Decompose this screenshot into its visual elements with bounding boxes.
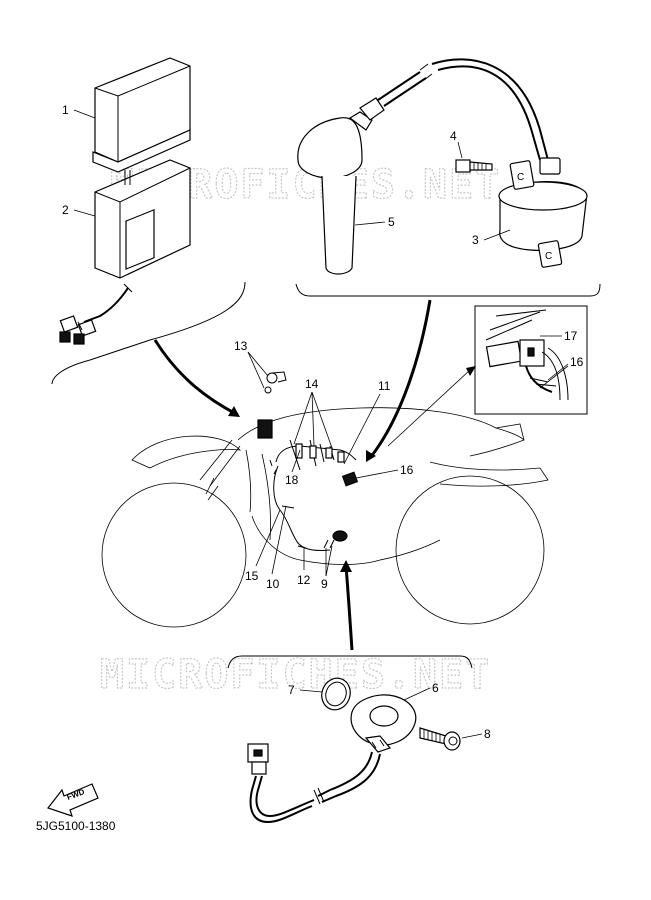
inset-detail-box (474, 305, 588, 415)
leader-7 (299, 689, 323, 693)
ignition-coil-part: C C (498, 157, 588, 268)
o-ring-part (321, 677, 351, 711)
callout-8: 8 (484, 727, 491, 741)
plug-cap-part (297, 63, 433, 275)
callout-2: 2 (62, 203, 69, 217)
callout-14: 14 (305, 377, 319, 391)
callout-18: 18 (285, 473, 299, 487)
callout-13: 13 (234, 339, 248, 353)
svg-text:C: C (545, 251, 552, 262)
callout-5: 5 (388, 215, 395, 229)
callout-7: 7 (288, 683, 295, 697)
leader-13 (247, 351, 269, 377)
bolt-4-part (455, 159, 493, 173)
callout-16-inset: 16 (570, 355, 584, 369)
screw-8-part (419, 727, 461, 751)
callout-10: 10 (266, 577, 280, 591)
group-bracket-bottom (227, 655, 473, 669)
leader-6 (403, 687, 431, 701)
callout-9: 9 (321, 577, 328, 591)
leader-8 (461, 733, 483, 739)
cdi-unit-part (59, 57, 191, 345)
fwd-arrow-icon: FWD (47, 783, 99, 817)
drawing-number: 5JG5100-1380 (36, 819, 116, 833)
leader-1 (73, 109, 96, 119)
group-bracket-top-right (295, 283, 601, 297)
callout-3: 3 (472, 233, 479, 247)
pointer-arrow-bottom (344, 565, 354, 651)
group-bracket-top-left (51, 281, 246, 385)
leader-14 (293, 391, 313, 445)
leader-16 (355, 469, 399, 479)
leader-10 (271, 505, 287, 575)
pointer-arrow-left (153, 339, 237, 416)
neutral-switch-part (350, 694, 417, 753)
callout-6: 6 (432, 681, 439, 695)
leader-16-inset (547, 363, 569, 381)
callout-16: 16 (400, 463, 414, 477)
leader-15 (255, 509, 281, 567)
ht-lead (431, 58, 549, 161)
svg-text:C: C (517, 172, 524, 183)
pointer-inset (387, 369, 471, 447)
leader-5 (354, 221, 386, 226)
leader-3 (483, 229, 511, 241)
leader-2 (73, 209, 96, 217)
leader-18 (291, 449, 301, 473)
callout-17: 17 (564, 329, 578, 343)
leader-4 (457, 141, 463, 159)
leader-11 (343, 393, 381, 465)
callout-12: 12 (297, 573, 311, 587)
switch-lead-wire (247, 743, 381, 824)
pointer-arrow-center (368, 299, 432, 459)
motorcycle-outline (101, 407, 549, 628)
callout-1: 1 (62, 103, 69, 117)
callout-4: 4 (450, 129, 457, 143)
callout-11: 11 (378, 379, 391, 393)
wire-harness (257, 371, 359, 551)
callout-15: 15 (245, 569, 259, 583)
